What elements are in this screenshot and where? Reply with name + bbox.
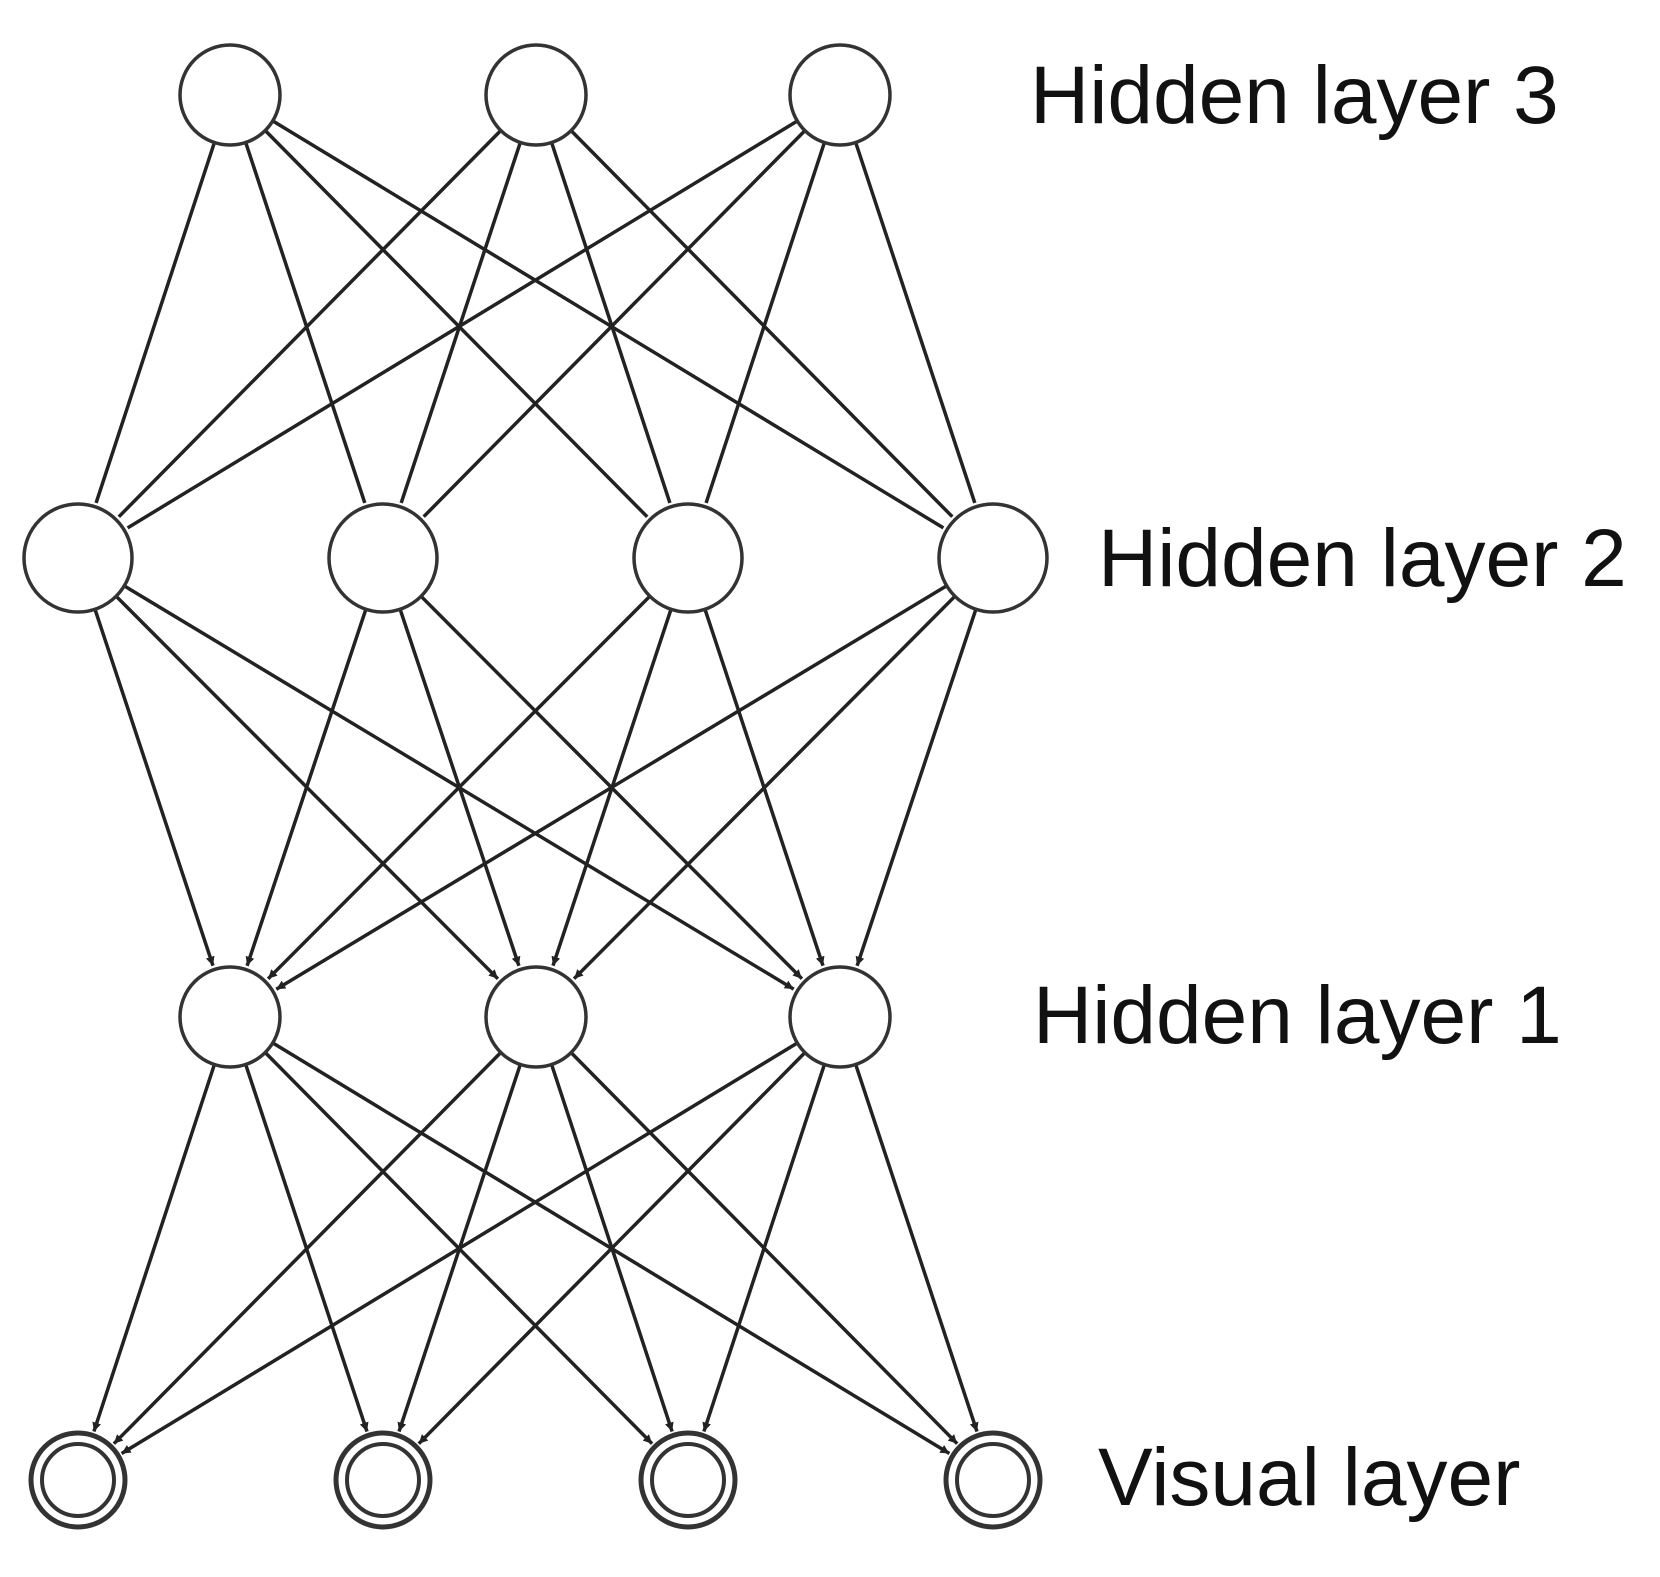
edge-h3-3-to-h2-1 <box>126 119 799 530</box>
edge-h2-4-to-h1-3 <box>855 608 978 967</box>
edge-h1-3-to-v-4 <box>854 1063 979 1433</box>
edge-h1-3-to-v-3 <box>702 1063 827 1433</box>
node-inner-ring <box>955 1442 1031 1518</box>
node-circle <box>484 965 588 1069</box>
node-circle <box>22 502 134 614</box>
node-h3-1 <box>178 43 282 147</box>
node-circle <box>632 502 744 614</box>
edge-h3-1-to-h2-3 <box>263 129 649 519</box>
node-h2-1 <box>22 502 134 614</box>
edge-h3-3-to-h2-3 <box>704 141 827 504</box>
node-h2-4 <box>937 502 1049 614</box>
edge-h3-1-to-h2-4 <box>271 119 945 530</box>
edge-h3-1-to-h2-1 <box>94 141 217 504</box>
edge-h1-2-to-v-1 <box>112 1051 503 1445</box>
edge-h2-4-to-h1-2 <box>572 595 957 980</box>
node-circle <box>327 502 439 614</box>
edge-h2-4-to-h1-1 <box>275 584 948 991</box>
hidden-layer-2-label: Hidden layer 2 <box>1098 513 1627 604</box>
node-h1-2 <box>484 965 588 1069</box>
node-circle <box>484 43 588 147</box>
node-circle <box>788 43 892 147</box>
node-h3-2 <box>484 43 588 147</box>
node-circle <box>937 502 1049 614</box>
edge-h3-3-to-h2-2 <box>422 129 807 518</box>
visual-layer-label: Visual layer <box>1098 1432 1521 1523</box>
node-h2-3 <box>632 502 744 614</box>
edge-h3-2-to-h2-1 <box>117 129 503 519</box>
node-circle <box>178 43 282 147</box>
node-h1-1 <box>178 965 282 1069</box>
edge-h1-3-to-v-1 <box>120 1041 799 1455</box>
node-circle <box>178 965 282 1069</box>
edge-h3-2-to-h2-4 <box>569 129 954 518</box>
connections <box>92 119 979 1455</box>
node-v-4 <box>943 1430 1043 1530</box>
node-h3-3 <box>788 43 892 147</box>
edge-h1-3-to-v-2 <box>417 1051 807 1445</box>
node-v-3 <box>638 1430 738 1530</box>
edge-h2-2-to-h1-1 <box>245 608 368 967</box>
edge-h1-1-to-v-1 <box>92 1063 217 1433</box>
node-inner-ring <box>650 1442 726 1518</box>
edge-h3-2-to-h2-3 <box>549 141 672 504</box>
hidden-layer-3-label: Hidden layer 3 <box>1030 50 1559 141</box>
node-v-2 <box>333 1430 433 1530</box>
node-inner-ring <box>345 1442 421 1518</box>
hidden-layer-1-label: Hidden layer 1 <box>1033 970 1562 1061</box>
node-h2-2 <box>327 502 439 614</box>
edge-h2-1-to-h1-1 <box>93 608 215 967</box>
node-h1-3 <box>788 965 892 1069</box>
edge-h3-2-to-h2-2 <box>399 141 522 504</box>
edge-h3-3-to-h2-4 <box>854 141 977 504</box>
nodes <box>22 43 1049 1530</box>
edge-h2-3-to-h1-1 <box>266 594 652 981</box>
node-v-1 <box>28 1430 128 1530</box>
edge-h3-1-to-h2-2 <box>244 141 367 504</box>
node-inner-ring <box>40 1442 116 1518</box>
node-circle <box>788 965 892 1069</box>
